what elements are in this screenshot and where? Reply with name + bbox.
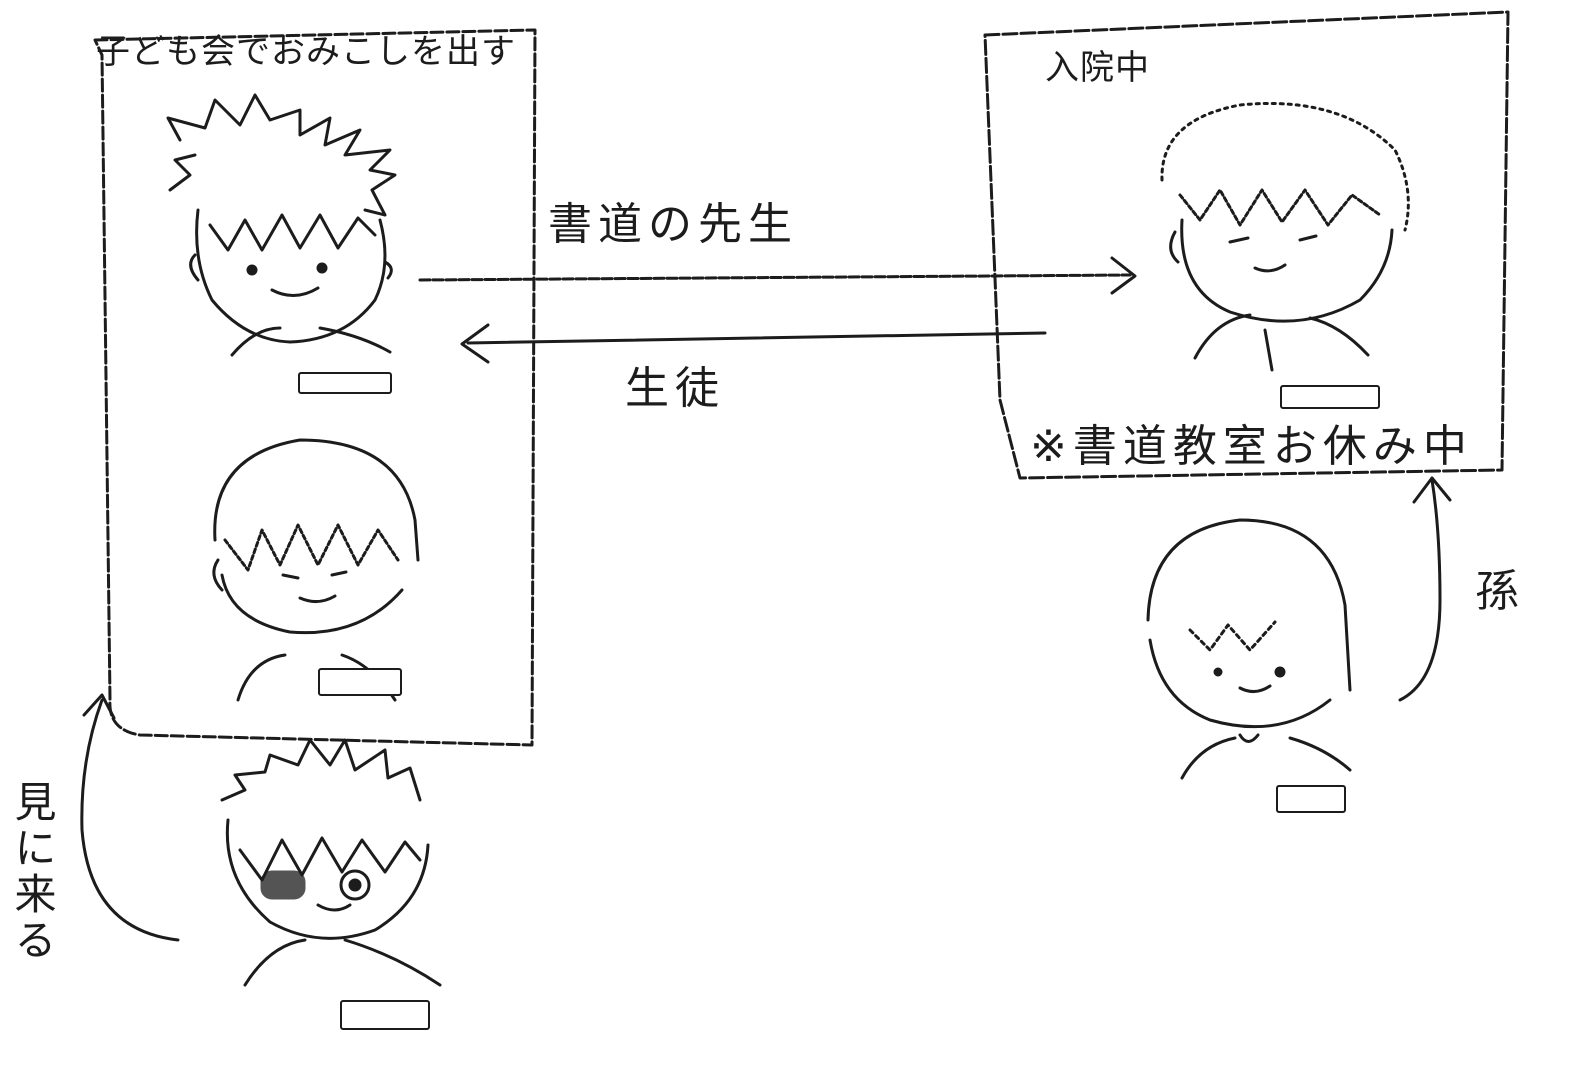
- left-box-title: 子ども会でおみこしを出す: [96, 32, 516, 72]
- right-box-title: 入院中: [1045, 48, 1150, 88]
- arrow-to-children: [460, 323, 1047, 364]
- name-tag-child-top: [298, 372, 392, 394]
- arrow-grandchild: [1398, 476, 1452, 702]
- grandchild-figure: [1146, 518, 1352, 780]
- right-box-frame: [983, 10, 1510, 480]
- label-calligraphy-teacher: 書道の先生: [548, 199, 798, 250]
- teacher-hospital-figure: [1160, 101, 1410, 372]
- right-box-note: ※書道教室お休み中: [1030, 421, 1473, 472]
- child-top-figure: [166, 93, 397, 357]
- arrow-come-to-see: [80, 693, 180, 942]
- name-tag-child-middle: [318, 668, 402, 696]
- name-tag-grandchild: [1276, 785, 1346, 813]
- arrow-to-hospital: [418, 256, 1137, 295]
- left-box-frame: [93, 28, 537, 747]
- name-tag-teacher: [1280, 385, 1380, 409]
- child-middle-figure: [212, 438, 420, 702]
- name-tag-visitor: [340, 1000, 430, 1030]
- label-come-to-see: 見に来る: [8, 780, 57, 964]
- label-grandchild: 孫: [1475, 566, 1525, 617]
- visitor-bottom-figure: [220, 738, 442, 987]
- label-student: 生徒: [625, 363, 725, 414]
